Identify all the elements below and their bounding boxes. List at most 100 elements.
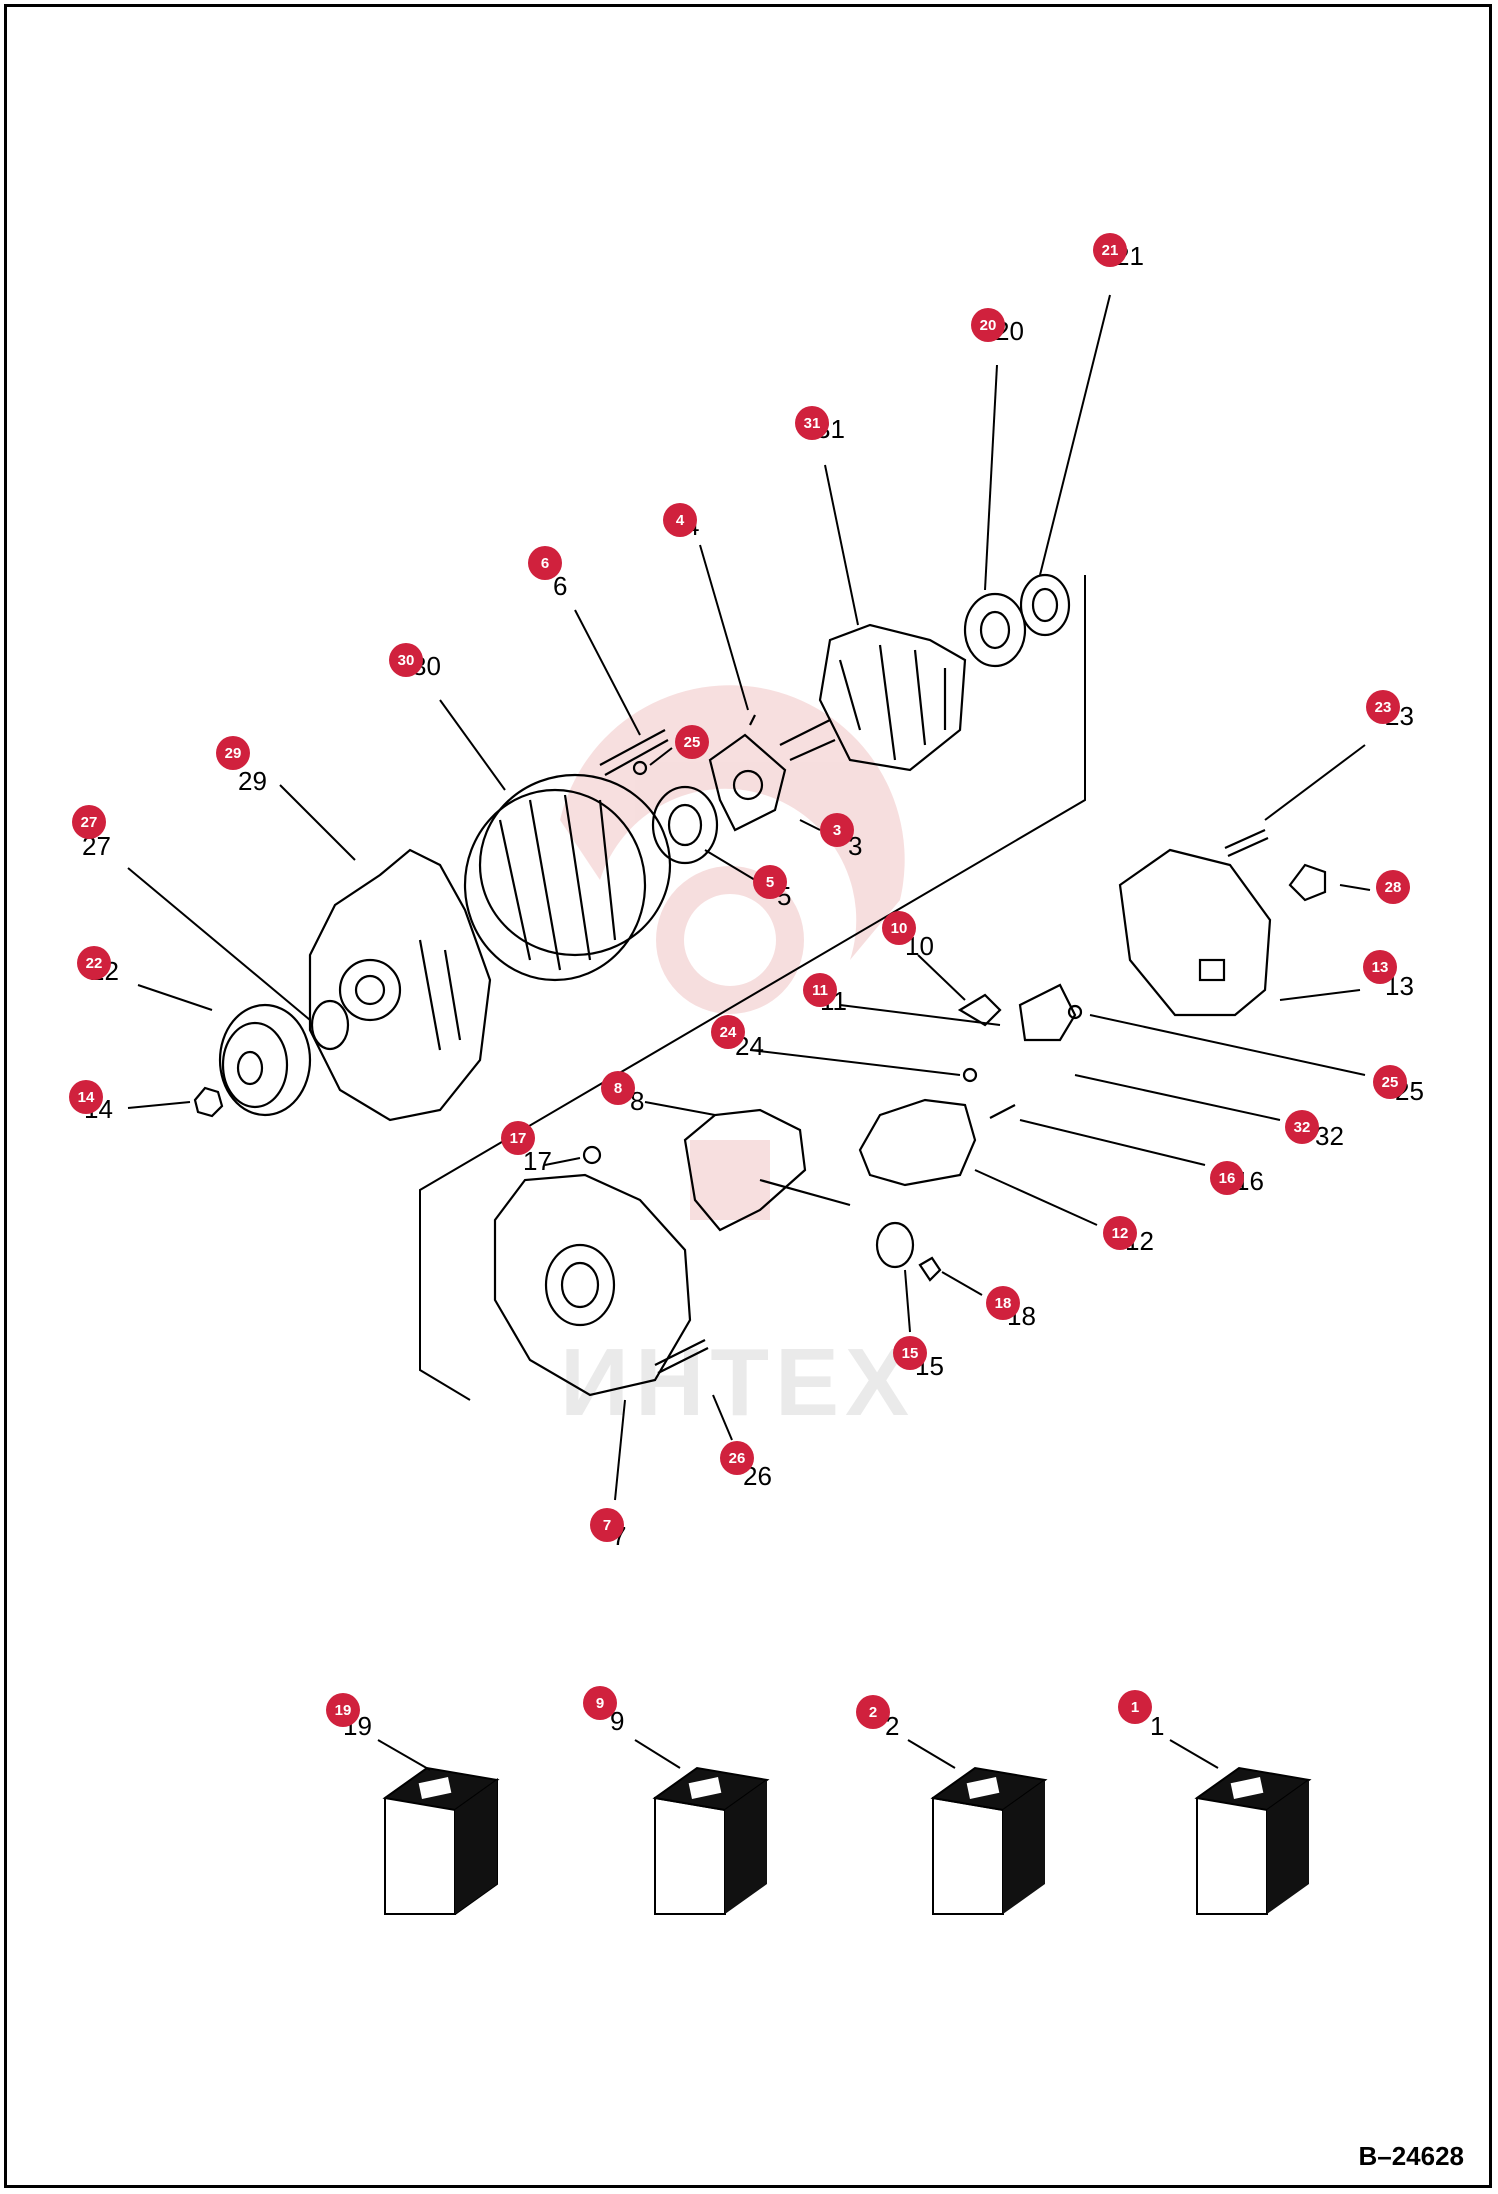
leader-line-14 (127, 1101, 191, 1109)
printed-part-number-32: 32 (1315, 1121, 1344, 1151)
leader-line-8 (644, 1101, 716, 1116)
callout-31[interactable]: 31 (795, 406, 829, 440)
callout-8[interactable]: 8 (601, 1071, 635, 1105)
screw-25b (1067, 1004, 1083, 1020)
callout-11[interactable]: 11 (803, 973, 837, 1007)
callout-number: 22 (86, 955, 103, 972)
rear-cover-13 (1118, 848, 1272, 1017)
callout-number: 7 (603, 1517, 611, 1534)
screw-16 (989, 1104, 1016, 1119)
callout-number: 2 (869, 1704, 877, 1721)
callout-2[interactable]: 2 (856, 1695, 890, 1729)
callout-balloon (69, 1080, 103, 1114)
callout-16[interactable]: 16 (1210, 1161, 1244, 1195)
callout-number: 31 (804, 415, 821, 432)
leader-line-25a (649, 747, 673, 766)
callout-30[interactable]: 30 (389, 643, 423, 677)
callout-5[interactable]: 5 (753, 865, 787, 899)
bearing-retainer-4 (708, 714, 787, 832)
terminal-insulator-15 (875, 1221, 915, 1269)
callout-balloon (986, 1286, 1020, 1320)
leader-line-16 (1019, 1119, 1206, 1166)
callout-13[interactable]: 13 (1363, 950, 1397, 984)
drawing-number: B–24628 (1358, 2141, 1464, 2171)
callout-20[interactable]: 20 (971, 308, 1005, 342)
callout-24[interactable]: 24 (711, 1015, 745, 1049)
watermark-text: ИНТЕХ (560, 1329, 915, 1436)
callout-balloon (590, 1508, 624, 1542)
callout-balloon (720, 1441, 754, 1475)
callout-balloon (326, 1693, 360, 1727)
callout-18[interactable]: 18 (986, 1286, 1020, 1320)
callout-26[interactable]: 26 (720, 1441, 754, 1475)
callout-14[interactable]: 14 (69, 1080, 103, 1114)
nut-17 (582, 1145, 602, 1165)
regulator-32 (1018, 983, 1077, 1042)
callout-4[interactable]: 4 (663, 503, 697, 537)
callout-number: 12 (1112, 1225, 1129, 1242)
assembly-outline (419, 575, 1086, 1401)
callout-22[interactable]: 22 (77, 946, 111, 980)
leader-line-13 (1279, 989, 1361, 1001)
callout-1[interactable]: 1 (1118, 1690, 1152, 1724)
callout-number: 29 (225, 745, 242, 762)
kit-boxes (382, 1766, 1312, 1915)
pulley-22 (218, 1003, 312, 1117)
leader-line-12 (974, 1169, 1098, 1226)
printed-part-number-6: 6 (553, 571, 567, 601)
callout-12[interactable]: 12 (1103, 1216, 1137, 1250)
callout-number: 16 (1219, 1170, 1236, 1187)
callout-9[interactable]: 9 (583, 1686, 617, 1720)
kit-box-19 (382, 1766, 500, 1915)
drive-end-frame-29 (308, 848, 492, 1122)
callout-number: 17 (510, 1130, 527, 1147)
leader-line-17 (544, 1157, 581, 1166)
callout-balloon (803, 973, 837, 1007)
leader-line-4 (699, 544, 749, 711)
callout-6[interactable]: 6 (528, 546, 562, 580)
callout-balloon (795, 406, 829, 440)
bolt-26 (654, 1339, 709, 1374)
leader-line-25b (1089, 1014, 1366, 1076)
callout-balloon (1285, 1110, 1319, 1144)
callout-balloon (1376, 870, 1410, 904)
callout-number: 1 (1131, 1699, 1139, 1716)
callout-number: 3 (833, 822, 841, 839)
leader-line-20 (984, 364, 998, 591)
leader-line-22 (137, 984, 213, 1011)
stator-30 (463, 773, 672, 982)
callout-10[interactable]: 10 (882, 911, 916, 945)
callout-25a[interactable]: 25 (675, 725, 709, 759)
callout-7[interactable]: 7 (590, 1508, 624, 1542)
callout-balloon (971, 308, 1005, 342)
callout-number: 20 (980, 317, 997, 334)
callout-25b[interactable]: 25 (1373, 1065, 1407, 1099)
callout-number: 9 (596, 1695, 604, 1712)
leader-line-21 (1039, 294, 1111, 576)
callout-23[interactable]: 23 (1366, 690, 1400, 724)
leader-line-30 (439, 699, 506, 791)
leader-lines (127, 294, 1371, 1771)
leader-line-11 (839, 1004, 1001, 1026)
callout-number: 14 (78, 1089, 95, 1106)
callout-19[interactable]: 19 (326, 1693, 360, 1727)
callout-number: 19 (335, 1702, 352, 1719)
callout-21[interactable]: 21 (1093, 233, 1127, 267)
rotor-31 (779, 623, 967, 772)
callout-3[interactable]: 3 (820, 813, 854, 847)
callout-balloon (389, 643, 423, 677)
callout-28[interactable]: 28 (1376, 870, 1410, 904)
callout-number: 5 (766, 874, 774, 891)
callout-number: 11 (812, 982, 828, 999)
callout-29[interactable]: 29 (216, 736, 250, 770)
callout-17[interactable]: 17 (501, 1121, 535, 1155)
callout-15[interactable]: 15 (893, 1336, 927, 1370)
callout-balloon (856, 1695, 890, 1729)
leader-line-6 (574, 609, 641, 736)
callout-32[interactable]: 32 (1285, 1110, 1319, 1144)
callout-27[interactable]: 27 (72, 805, 106, 839)
callout-balloon (1093, 233, 1127, 267)
leader-line-29 (279, 784, 356, 861)
callout-number: 15 (902, 1345, 919, 1362)
printed-part-number-9: 9 (610, 1706, 624, 1736)
